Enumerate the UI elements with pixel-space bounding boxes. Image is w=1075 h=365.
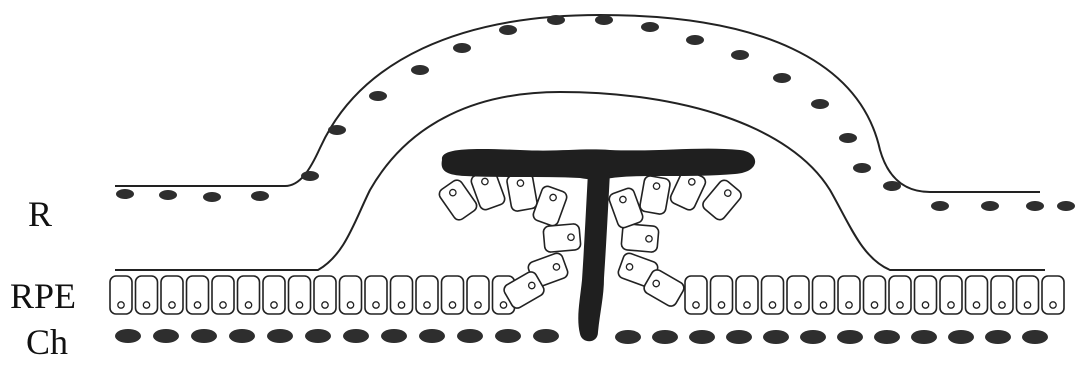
choroid-vessel bbox=[1022, 330, 1048, 344]
migrating-rpe-cell bbox=[700, 178, 743, 222]
choroid-vessel bbox=[191, 329, 217, 343]
migrating-cell-body bbox=[532, 185, 569, 228]
choroid-vessel bbox=[495, 329, 521, 343]
migrating-cell-body bbox=[608, 187, 645, 230]
choroid-vessel bbox=[911, 330, 937, 344]
choroid-vessel bbox=[689, 330, 715, 344]
retinal-nucleus bbox=[116, 189, 134, 199]
choroid-vessel bbox=[985, 330, 1011, 344]
choroid-vessel bbox=[153, 329, 179, 343]
migrating-rpe-cell bbox=[543, 223, 581, 252]
retinal-nucleus bbox=[499, 25, 517, 35]
retinal-nucleus bbox=[251, 191, 269, 201]
migrating-rpe-cell bbox=[532, 185, 569, 228]
choroid-vessel bbox=[652, 330, 678, 344]
choroid-vessel bbox=[115, 329, 141, 343]
migrating-rpe-cell bbox=[506, 172, 538, 212]
retinal-nucleus bbox=[883, 181, 901, 191]
retinal-nucleus bbox=[159, 190, 177, 200]
migrating-rpe-cell bbox=[621, 223, 659, 252]
choroid-vessel bbox=[305, 329, 331, 343]
label-retina: R bbox=[28, 196, 52, 232]
retinal-nucleus bbox=[731, 50, 749, 60]
retinal-nucleus bbox=[641, 22, 659, 32]
choroid-vessel bbox=[381, 329, 407, 343]
neovascular-stalk bbox=[578, 172, 610, 341]
retinal-nucleus bbox=[1026, 201, 1044, 211]
choroid-vessel bbox=[457, 329, 483, 343]
retinal-nucleus bbox=[931, 201, 949, 211]
retinal-nucleus bbox=[203, 192, 221, 202]
retinal-nucleus bbox=[686, 35, 704, 45]
choroid-vessel bbox=[267, 329, 293, 343]
retinal-nucleus bbox=[411, 65, 429, 75]
choroid-vessel bbox=[837, 330, 863, 344]
choroid-vessel bbox=[874, 330, 900, 344]
label-choroid: Ch bbox=[26, 324, 68, 360]
retinal-nucleus bbox=[328, 125, 346, 135]
migrating-cell-body bbox=[621, 223, 659, 252]
migrating-cell-body bbox=[506, 172, 538, 212]
migrating-rpe-cell bbox=[608, 187, 645, 230]
retinal-nucleus bbox=[301, 171, 319, 181]
choroid-vessel bbox=[419, 329, 445, 343]
retinal-nucleus bbox=[853, 163, 871, 173]
retinal-nucleus bbox=[453, 43, 471, 53]
migrating-rpe-cell bbox=[639, 175, 671, 215]
choroid-vessel bbox=[615, 330, 641, 344]
migrating-cell-body bbox=[700, 178, 743, 222]
label-rpe: RPE bbox=[10, 278, 76, 314]
choroid-vessel bbox=[726, 330, 752, 344]
migrating-cell-body bbox=[543, 223, 581, 252]
retinal-nucleus bbox=[595, 15, 613, 25]
choroid-vessel bbox=[229, 329, 255, 343]
migrating-cell-body bbox=[639, 175, 671, 215]
retinal-nucleus bbox=[839, 133, 857, 143]
retinal-nucleus bbox=[773, 73, 791, 83]
choroid-vessel bbox=[948, 330, 974, 344]
choroid-vessel bbox=[763, 330, 789, 344]
retinal-nucleus bbox=[369, 91, 387, 101]
retinal-nucleus bbox=[547, 15, 565, 25]
retinal-nucleus bbox=[981, 201, 999, 211]
retinal-nucleus bbox=[811, 99, 829, 109]
choroid-vessel bbox=[533, 329, 559, 343]
choroid-vessel bbox=[343, 329, 369, 343]
retinal-nucleus bbox=[1057, 201, 1075, 211]
choroid-vessel bbox=[800, 330, 826, 344]
